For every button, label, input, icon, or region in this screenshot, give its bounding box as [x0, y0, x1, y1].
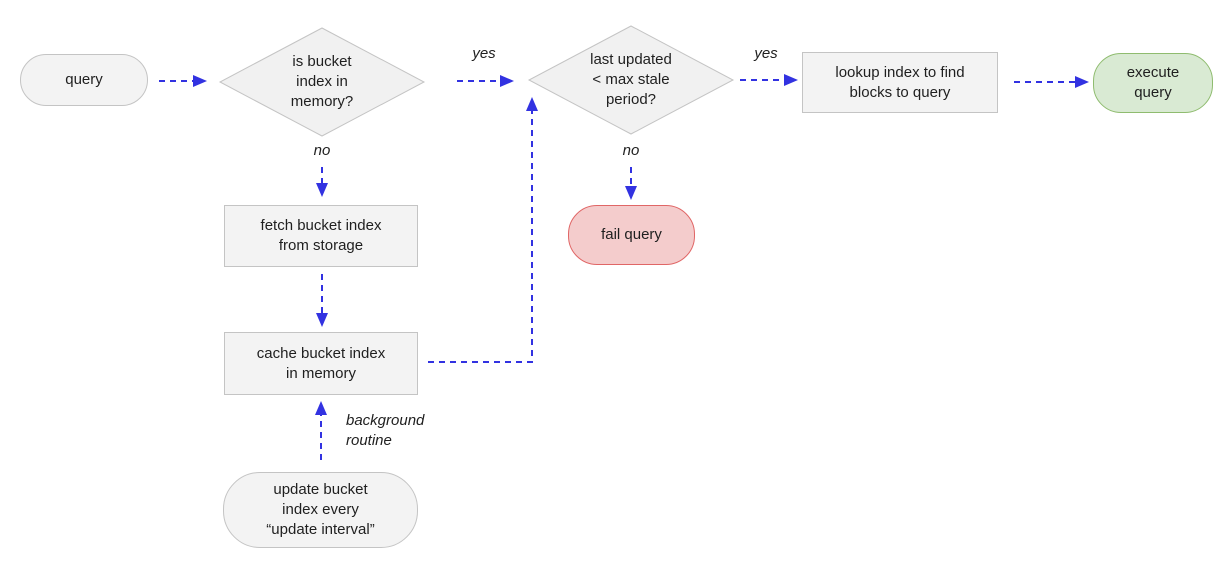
- node-query: query: [20, 54, 148, 106]
- diamond-shape: [527, 25, 735, 135]
- edge-label-memory-no: no: [313, 142, 331, 159]
- node-update-bucket-index-label: update bucket index every “update interv…: [266, 481, 375, 538]
- node-fetch-bucket-index: fetch bucket index from storage: [224, 205, 418, 267]
- node-cache-bucket-index: cache bucket index in memory: [224, 332, 418, 395]
- node-memory-check-label: is bucket index in memory?: [290, 53, 354, 110]
- node-lookup-index: lookup index to find blocks to query: [802, 52, 998, 113]
- node-fail-query: fail query: [568, 205, 695, 265]
- node-memory-check: is bucket index in memory?: [218, 27, 426, 137]
- edge-label-background-routine: background routine: [346, 412, 425, 450]
- edge-label-memory-yes: yes: [472, 45, 496, 62]
- diamond-shape: [218, 27, 426, 137]
- node-execute-query-label: execute query: [1126, 64, 1180, 101]
- node-cache-bucket-index-label: cache bucket index in memory: [256, 344, 386, 382]
- node-stale-check-label: last updated < max stale period?: [590, 51, 672, 108]
- edge-cache-to-stale-check: [428, 97, 538, 363]
- node-query-label: query: [65, 71, 103, 89]
- node-fetch-bucket-index-label: fetch bucket index from storage: [260, 217, 382, 254]
- node-stale-check: last updated < max stale period?: [527, 25, 735, 135]
- node-execute-query: execute query: [1093, 53, 1213, 113]
- node-lookup-index-label: lookup index to find blocks to query: [835, 63, 965, 101]
- edge-label-stale-no: no: [622, 142, 640, 159]
- edge-label-stale-yes: yes: [754, 45, 778, 62]
- node-fail-query-label: fail query: [601, 226, 662, 244]
- node-update-bucket-index: update bucket index every “update interv…: [223, 472, 418, 548]
